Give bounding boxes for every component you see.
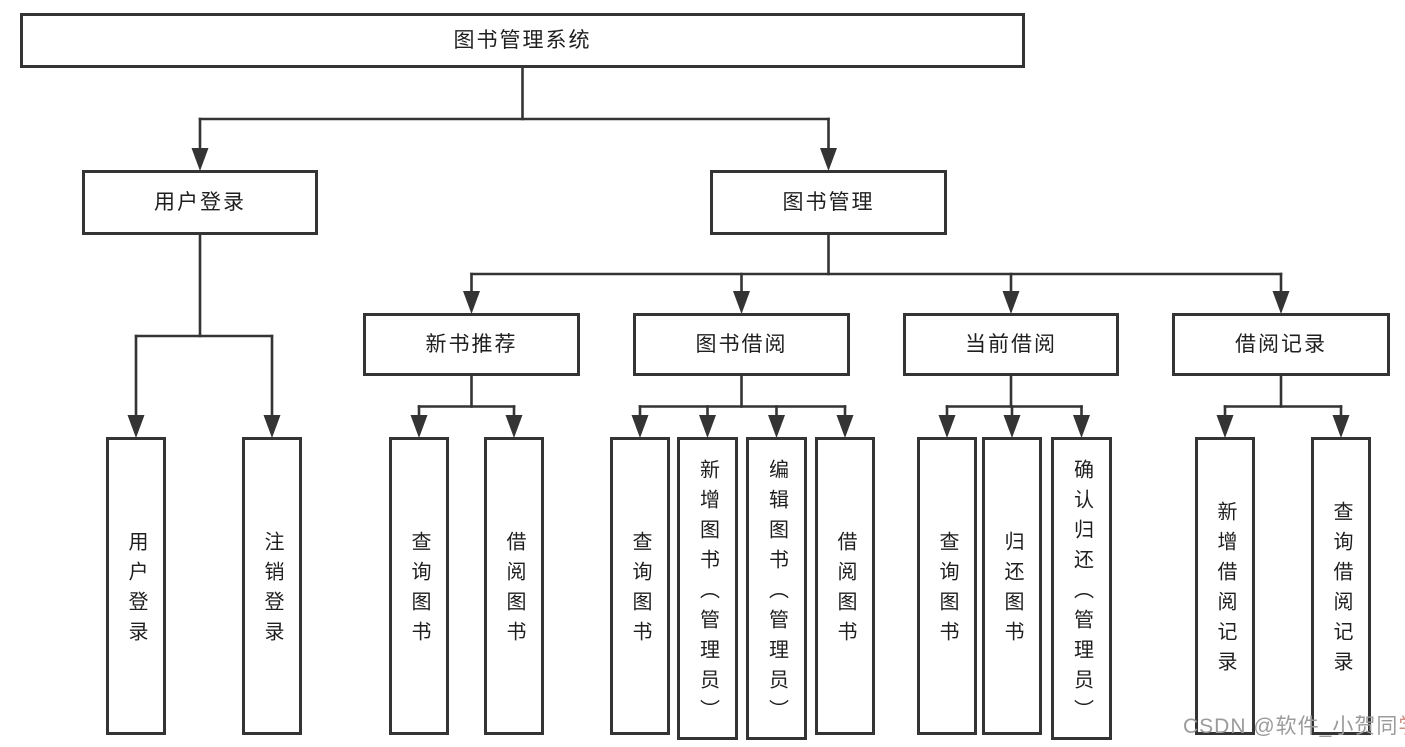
- node-label: 借阅记录: [1235, 333, 1327, 356]
- arrowhead-icon: [1073, 415, 1090, 438]
- arrowhead-icon: [820, 148, 837, 171]
- watermark-text: CSDN @软件_小贺同: [1183, 715, 1399, 738]
- node-label: 新增图书（管理员）: [696, 458, 719, 729]
- arrowhead-icon: [938, 415, 956, 438]
- arrowhead-icon: [631, 415, 649, 438]
- diagram-node-leaf-borrow-book-2: 借阅图书: [815, 437, 875, 735]
- diagram-node-leaf-add-book: 新增图书（管理员）: [677, 437, 738, 740]
- diagram-node-leaf-logout: 注销登录: [242, 437, 302, 735]
- node-label: 查询借阅记录: [1330, 501, 1352, 681]
- arrowhead-icon: [127, 415, 145, 438]
- diagram-node-current-borrow: 当前借阅: [903, 313, 1119, 376]
- diagram-node-user-login: 用户登录: [82, 170, 318, 235]
- node-label: 查询图书: [936, 531, 958, 651]
- arrowhead-icon: [699, 415, 716, 438]
- diagram-node-book-borrow: 图书借阅: [633, 313, 850, 376]
- arrowhead-icon: [191, 148, 209, 171]
- arrowhead-icon: [1216, 415, 1234, 438]
- diagram-node-book-mgmt: 图书管理: [710, 170, 947, 235]
- node-label: 当前借阅: [965, 333, 1057, 356]
- diagram-node-leaf-edit-book: 编辑图书（管理员）: [746, 437, 807, 740]
- node-label: 归还图书: [1001, 531, 1023, 651]
- diagram-node-leaf-return-book: 归还图书: [982, 437, 1042, 735]
- diagram-node-leaf-login: 用户登录: [106, 437, 166, 735]
- node-label: 用户登录: [154, 191, 246, 214]
- node-label: 新增借阅记录: [1214, 501, 1236, 681]
- csdn-watermark: CSDN @软件_小贺同学: [1183, 713, 1405, 740]
- diagram-node-leaf-query-record: 查询借阅记录: [1311, 437, 1371, 735]
- node-label: 借阅图书: [834, 531, 856, 651]
- node-label: 图书借阅: [695, 333, 788, 356]
- node-label: 用户登录: [125, 531, 147, 651]
- node-label: 图书管理: [782, 191, 875, 214]
- arrowhead-icon: [1332, 415, 1350, 438]
- diagram-node-leaf-query-book-1: 查询图书: [389, 437, 449, 735]
- node-label: 编辑图书（管理员）: [765, 458, 788, 729]
- arrowhead-icon: [463, 291, 480, 314]
- diagram-node-leaf-add-record: 新增借阅记录: [1195, 437, 1255, 735]
- arrowhead-icon: [733, 291, 750, 314]
- diagram-node-root: 图书管理系统: [20, 13, 1025, 68]
- diagram-node-leaf-query-book-3: 查询图书: [917, 437, 977, 735]
- arrowhead-icon: [1003, 415, 1021, 438]
- arrowhead-icon: [410, 415, 428, 438]
- watermark-accent-text: 学: [1398, 715, 1405, 738]
- arrowhead-icon: [836, 415, 854, 438]
- arrowhead-icon: [1272, 291, 1290, 314]
- node-label: 新书推荐: [425, 333, 518, 356]
- diagram-node-leaf-confirm-return: 确认归还（管理员）: [1051, 437, 1112, 740]
- diagram-node-leaf-query-book-2: 查询图书: [610, 437, 670, 735]
- diagram-node-new-book-rec: 新书推荐: [363, 313, 580, 376]
- node-label: 查询图书: [408, 531, 430, 651]
- arrowhead-icon: [768, 415, 785, 438]
- arrowhead-icon: [263, 415, 281, 438]
- node-label: 注销登录: [261, 531, 283, 651]
- node-label: 确认归还（管理员）: [1070, 458, 1093, 729]
- arrowhead-icon: [1002, 291, 1020, 314]
- diagram-node-borrow-records: 借阅记录: [1172, 313, 1390, 376]
- node-label: 借阅图书: [503, 531, 525, 651]
- node-label: 查询图书: [629, 531, 651, 651]
- arrowhead-icon: [505, 415, 523, 438]
- diagram-node-leaf-borrow-book-1: 借阅图书: [484, 437, 544, 735]
- node-label: 图书管理系统: [453, 29, 592, 52]
